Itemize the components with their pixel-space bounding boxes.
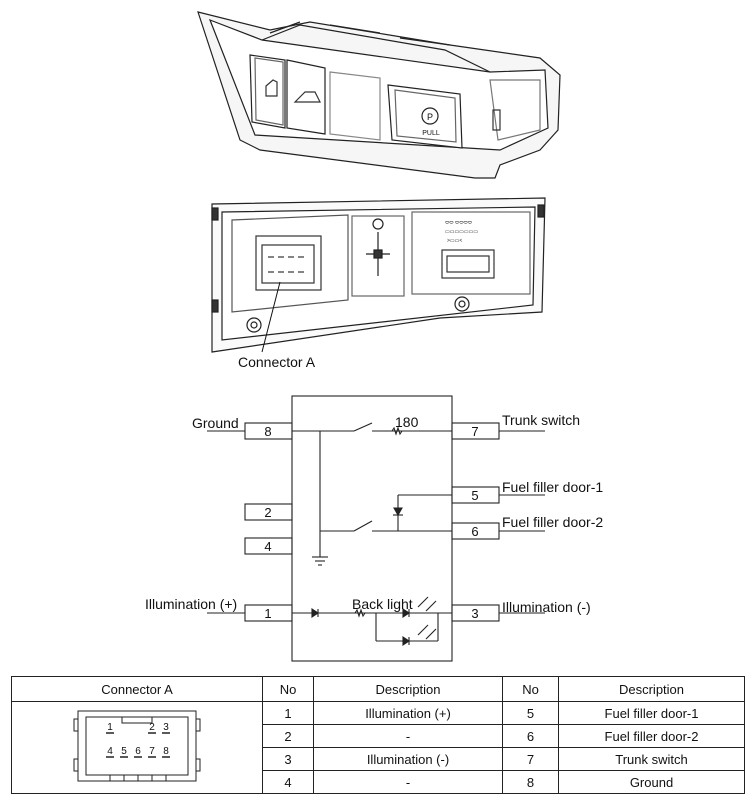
pin-8: 8 — [264, 424, 271, 439]
illumination-plus-label: Illumination (+) — [145, 596, 237, 612]
trunk-switch-label: Trunk switch — [502, 412, 580, 428]
row-no: 3 — [262, 747, 314, 771]
row-no: 5 — [502, 701, 559, 725]
switch-assembly-illustration: P PULL ⬭⬭ ⬭⬭⬭⬭ ▭▭▭▭▭▭▭ — [197, 11, 561, 370]
row-description: Trunk switch — [558, 747, 745, 771]
table-header-row: Connector A No Description No Descriptio… — [11, 676, 745, 702]
connector-a-label: Connector A — [238, 354, 316, 370]
ground-label: Ground — [192, 415, 239, 431]
row-description: - — [313, 724, 503, 748]
table-row: 4 - 8 Ground — [12, 770, 745, 794]
row-no: 7 — [502, 747, 559, 771]
conn-pin-4: 4 — [107, 746, 113, 757]
resistor-value: 180 — [395, 414, 419, 430]
pin-6: 6 — [471, 524, 478, 539]
pin-5: 5 — [471, 488, 478, 503]
row-no: 8 — [502, 770, 559, 794]
back-light-label: Back light — [352, 596, 413, 612]
svg-text:▭▭▭▭▭▭▭: ▭▭▭▭▭▭▭ — [445, 229, 478, 235]
illumination-minus-label: Illumination (-) — [502, 599, 591, 615]
row-description: Fuel filler door-2 — [558, 724, 745, 748]
svg-text:⬭⬭ ⬭⬭⬭⬭: ⬭⬭ ⬭⬭⬭⬭ — [445, 220, 473, 226]
svg-text:>▭▭<: >▭▭< — [447, 238, 462, 244]
row-description: Illumination (+) — [313, 701, 503, 725]
row-description: Illumination (-) — [313, 747, 503, 771]
row-description: Ground — [558, 770, 745, 794]
park-icon-letter: P — [427, 112, 433, 122]
conn-pin-2: 2 — [149, 722, 155, 733]
pin-1: 1 — [264, 606, 271, 621]
pin-7: 7 — [471, 424, 478, 439]
row-no: 6 — [502, 724, 559, 748]
pin-2: 2 — [264, 505, 271, 520]
connector-a-diagram-cell: 1 2 3 4 5 6 7 8 — [11, 701, 263, 794]
conn-pin-1: 1 — [107, 722, 113, 733]
header-connector-a: Connector A — [11, 676, 263, 702]
row-no: 1 — [262, 701, 314, 725]
fuel-door-2-label: Fuel filler door-2 — [502, 514, 603, 530]
pin-4: 4 — [264, 539, 271, 554]
header-no: No — [262, 676, 314, 702]
table-row: 1 2 3 4 5 6 7 8 1 Illumination (+) 5 Fue… — [11, 701, 745, 794]
pin-3: 3 — [471, 606, 478, 621]
header-no: No — [502, 676, 559, 702]
fuel-door-1-label: Fuel filler door-1 — [502, 479, 603, 495]
table-row: 2 - 6 Fuel filler door-2 — [12, 724, 745, 748]
row-no: 2 — [262, 724, 314, 748]
wiring-schematic: Ground Illumination (+) Trunk switch Fue… — [145, 395, 603, 662]
pin-table: Connector A No Description No Descriptio… — [11, 676, 745, 794]
conn-pin-8: 8 — [163, 746, 169, 757]
row-no: 4 — [262, 770, 314, 794]
header-description: Description — [313, 676, 503, 702]
pull-label: PULL — [422, 130, 440, 137]
row-description: - — [313, 770, 503, 794]
header-description: Description — [558, 676, 745, 702]
conn-pin-6: 6 — [135, 746, 141, 757]
connector-a-pinout-diagram: 1 2 3 4 5 6 7 8 — [73, 710, 201, 782]
conn-pin-5: 5 — [121, 746, 127, 757]
row-description: Fuel filler door-1 — [558, 701, 745, 725]
conn-pin-3: 3 — [163, 722, 169, 733]
conn-pin-7: 7 — [149, 746, 155, 757]
